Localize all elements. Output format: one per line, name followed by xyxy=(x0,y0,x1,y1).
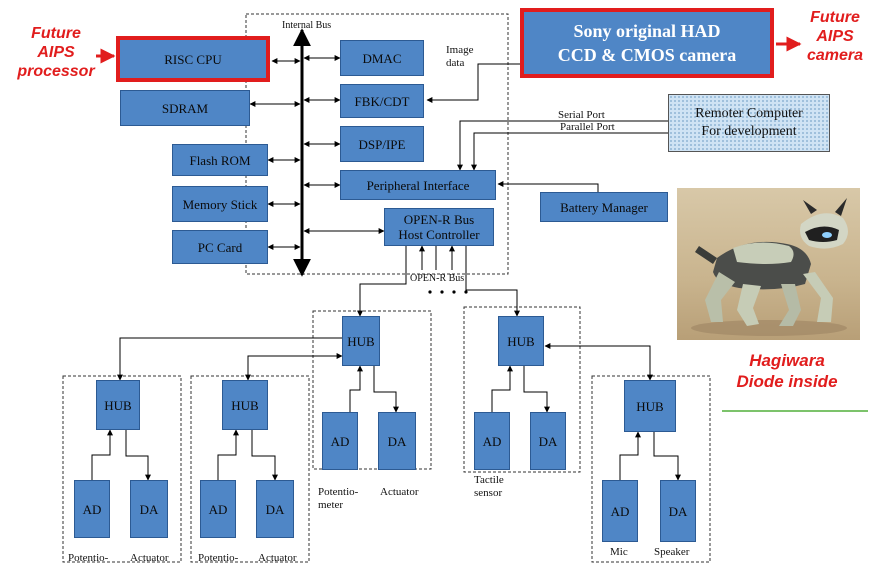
ad-audio: AD xyxy=(602,480,638,542)
internal-bus-label: Internal Bus xyxy=(282,20,332,31)
hub-tactile: HUB xyxy=(498,316,544,366)
module-frame-second xyxy=(190,375,310,563)
hub-audio: HUB xyxy=(624,380,676,432)
fbk-cdt-block: FBK/CDT xyxy=(340,84,424,118)
ad-left: AD xyxy=(74,480,110,538)
ad-tactile: AD xyxy=(474,412,510,470)
caption-actuator-center: Actuator xyxy=(380,486,419,498)
pc-card-block: PC Card xyxy=(172,230,268,264)
da-second: DA xyxy=(256,480,294,538)
caption-mic: Mic xyxy=(610,546,628,558)
module-frame-tactile xyxy=(463,306,581,473)
caption-actuator-left: Actuator xyxy=(130,552,169,564)
module-frame-audio xyxy=(591,375,711,563)
hub-center: HUB xyxy=(342,316,380,366)
sdram-block: SDRAM xyxy=(120,90,250,126)
caption-potentiometer-center: Potentio-meter xyxy=(318,486,359,511)
da-audio: DA xyxy=(660,480,696,542)
da-center: DA xyxy=(378,412,416,470)
dsp-ipe-block: DSP/IPE xyxy=(340,126,424,162)
robot-dog-illustration xyxy=(677,188,860,340)
caption-speaker: Speaker xyxy=(654,546,690,558)
peripheral-interface-block: Peripheral Interface xyxy=(340,170,496,200)
hub-left: HUB xyxy=(96,380,140,430)
hub-second: HUB xyxy=(222,380,268,430)
openr-bus-dots xyxy=(428,290,468,294)
robot-dog-icon xyxy=(691,198,848,336)
dmac-block: DMAC xyxy=(340,40,424,76)
caption-actuator-second: Actuator xyxy=(258,552,297,564)
flash-rom-block: Flash ROM xyxy=(172,144,268,176)
risc-cpu-block: RISC CPU xyxy=(116,36,270,82)
caption-potentiometer-second: Potentio- xyxy=(198,552,239,564)
caption-potentiometer-left: Potentio- xyxy=(68,552,109,564)
serial-port-label: Serial Port xyxy=(558,109,605,121)
da-left: DA xyxy=(130,480,168,538)
memory-stick-block: Memory Stick xyxy=(172,186,268,222)
da-tactile: DA xyxy=(530,412,566,470)
ad-second: AD xyxy=(200,480,236,538)
openr-bus-label: OPEN-R Bus xyxy=(410,273,465,284)
ad-center: AD xyxy=(322,412,358,470)
battery-manager-block: Battery Manager xyxy=(540,192,668,222)
controller-region-frame xyxy=(245,13,509,275)
module-frame-left xyxy=(62,375,182,563)
module-frame-center xyxy=(312,310,432,470)
parallel-port-label: Parallel Port xyxy=(560,121,615,133)
